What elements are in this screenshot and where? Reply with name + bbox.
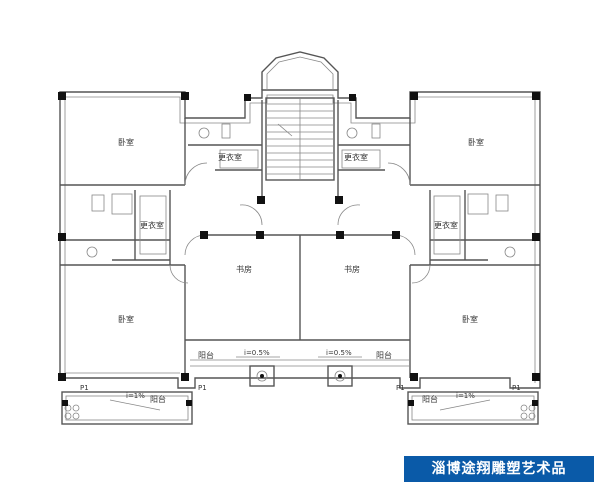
marker-p1-b: P1 [198, 384, 207, 392]
label-balcony-left: 阳台 [198, 350, 214, 360]
slope-left: i=0.5% [244, 349, 270, 357]
marker-p1-d: P1 [512, 384, 521, 392]
marker-p1-c: P1 [396, 384, 405, 392]
label-study-left: 书房 [236, 264, 252, 274]
label-closet-top-right: 更衣室 [344, 152, 368, 162]
terraces [61, 391, 539, 425]
fixtures [86, 123, 516, 258]
bay-window [261, 51, 339, 90]
label-closet-mid-left: 更衣室 [140, 220, 164, 230]
label-balcony-right: 阳台 [376, 350, 392, 360]
closet-shelves [139, 149, 461, 255]
columns [58, 92, 540, 406]
label-bedroom-tr: 卧室 [468, 137, 484, 147]
label-terrace-right: 阳台 [422, 394, 438, 404]
staircase [265, 97, 335, 181]
balcony [190, 359, 410, 387]
watermark-banner: 淄博途翔雕塑艺术品 [404, 456, 594, 482]
label-closet-mid-right: 更衣室 [434, 220, 458, 230]
slope-terrace-left: i=1% [126, 392, 145, 400]
p1-markers: P1 P1 P1 P1 [80, 384, 521, 392]
slope-labels: i=0.5% i=0.5% i=1% i=1% [126, 349, 475, 400]
label-terrace-left: 阳台 [150, 394, 166, 404]
slope-right: i=0.5% [326, 349, 352, 357]
label-study-right: 书房 [344, 264, 360, 274]
label-bedroom-bl: 卧室 [118, 314, 134, 324]
label-closet-top-left: 更衣室 [218, 152, 242, 162]
room-labels: 卧室 卧室 卧室 卧室 更衣室 更衣室 更衣室 更衣室 书房 书房 阳台 阳台 … [118, 137, 484, 404]
slope-terrace-right: i=1% [456, 392, 475, 400]
marker-p1-a: P1 [80, 384, 89, 392]
label-bedroom-tl: 卧室 [118, 137, 134, 147]
label-bedroom-br: 卧室 [462, 314, 478, 324]
interior-walls [60, 100, 540, 378]
